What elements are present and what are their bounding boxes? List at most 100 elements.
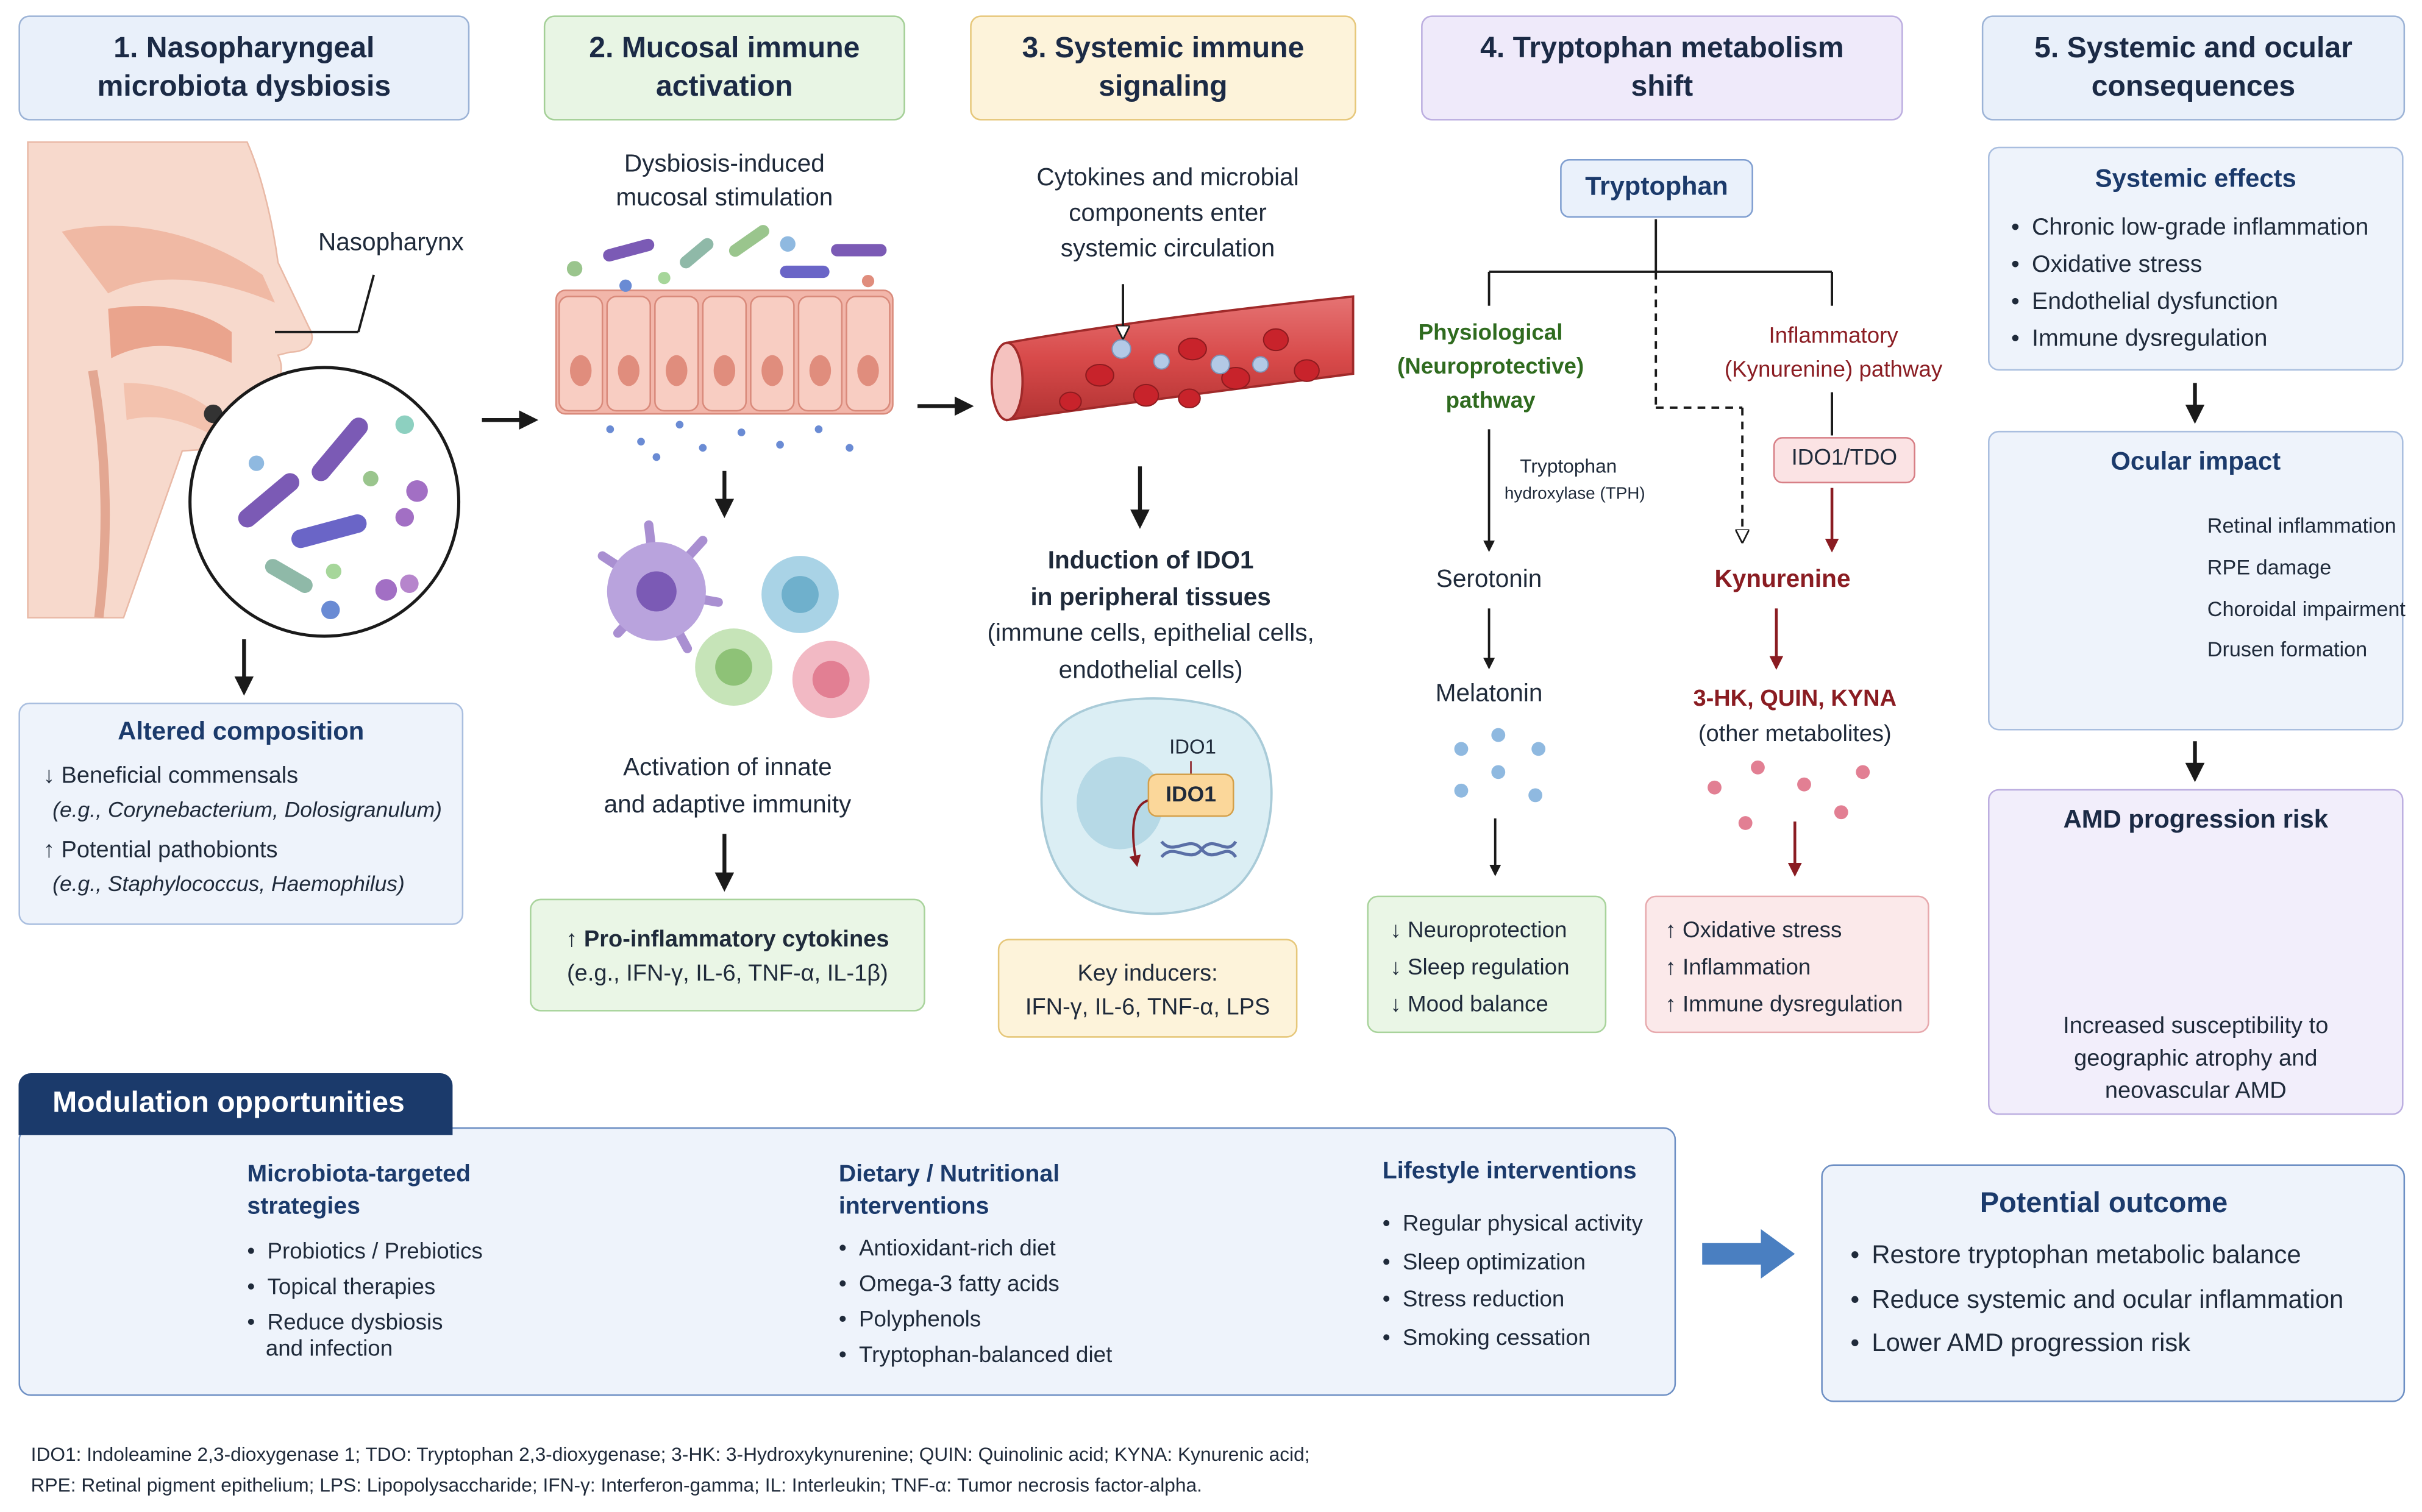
lifestyle-item: Stress reduction: [1383, 1282, 1643, 1319]
footnote-line-2: RPE: Retinal pigment epithelium; LPS: Li…: [30, 1474, 1202, 1497]
potential-outcome-title: Potential outcome: [1979, 1185, 2228, 1219]
tph-label-line2: hydroxylase (TPH): [1504, 484, 1645, 504]
physiological-effects-list: ↓ Neuroprotection ↓ Sleep regulation ↓ M…: [1390, 912, 1569, 1023]
blood-vessel-illustration: [990, 295, 1355, 422]
effect-oxidative-stress: ↑ Oxidative stress: [1665, 918, 1842, 944]
tryptophan-branch-lines: [1487, 219, 1833, 541]
lifestyle-item: Smoking cessation: [1383, 1319, 1643, 1357]
nasopharynx-label: Nasopharynx: [318, 230, 464, 257]
ocular-item: RPE damage: [2207, 555, 2332, 579]
systemic-effects-list: Chronic low-grade inflammation Oxidative…: [2011, 210, 2368, 358]
ido1-tdo-label: IDO1/TDO: [1791, 446, 1898, 471]
serotonin-label: Serotonin: [1436, 566, 1542, 593]
microbiota-item-continuation: and infection: [265, 1337, 393, 1362]
kynurenine-metabolites-label: 3-HK, QUIN, KYNA(other metabolites): [1693, 686, 1897, 748]
amd-risk-box: [1988, 789, 2404, 1115]
kynurenine-metabolite-dots: [1708, 760, 1870, 830]
flow-arrows: [234, 284, 2205, 892]
immune-cells-illustration: [597, 520, 870, 719]
inflammatory-effects-box: [1645, 895, 1929, 1034]
altered-composition-box: [18, 702, 464, 925]
tph-label-line1: Tryptophan: [1520, 455, 1617, 477]
effect-inflammation: ↑ Inflammation: [1665, 956, 1811, 981]
microbiota-item: Reduce dysbiosis: [247, 1307, 482, 1342]
dietary-item: Omega-3 fatty acids: [839, 1268, 1112, 1303]
ido1-small-label: IDO1: [1169, 735, 1216, 759]
potential-outcome-list: Restore tryptophan metabolic balance Red…: [1850, 1234, 2343, 1366]
abbreviations-footnote: IDO1: Indoleamine 2,3-dioxygenase 1; TDO…: [31, 1439, 1310, 1501]
outcome-arrow: [1702, 1229, 1795, 1279]
altered-composition-title: Altered composition: [118, 718, 365, 746]
dietary-item: Polyphenols: [839, 1304, 1112, 1339]
modulation-tab: [18, 1073, 453, 1135]
key-inducers-text: Key inducers:IFN-γ, IL-6, TNF-α, LPS: [1025, 960, 1270, 1021]
ido1-enzyme-box: [1147, 773, 1234, 817]
dietary-interventions-list: Antioxidant-rich diet Omega-3 fatty acid…: [839, 1232, 1112, 1374]
effect-neuroprotection: ↓ Neuroprotection: [1390, 918, 1567, 944]
systemic-item: Oxidative stress: [2011, 247, 2368, 284]
outcome-item: Reduce systemic and ocular inflammation: [1850, 1278, 2343, 1322]
dietary-item: Antioxidant-rich diet: [839, 1232, 1112, 1268]
ocular-impact-list: Retinal inflammation RPE damage Choroida…: [2207, 506, 2406, 672]
lifestyle-interventions-list: Regular physical activity Sleep optimiza…: [1383, 1206, 1643, 1357]
magnified-bacteria-circle: [188, 366, 461, 638]
ocular-item: Retinal inflammation: [2207, 514, 2396, 538]
systemic-item: Endothelial dysfunction: [2011, 284, 2368, 321]
pathobiont-examples: (e.g., Staphylococcus, Haemophilus): [52, 871, 405, 896]
lifestyle-item: Regular physical activity: [1383, 1206, 1643, 1244]
outcome-item: Restore tryptophan metabolic balance: [1850, 1234, 2343, 1278]
physiological-pathway-label: Physiological(Neuroprotective)pathway: [1397, 321, 1584, 414]
tryptophan-label: Tryptophan: [1585, 171, 1728, 201]
systemic-item: Immune dysregulation: [2011, 321, 2368, 358]
head-profile-illustration: [27, 141, 313, 619]
physiological-effects-box: [1367, 895, 1607, 1034]
ido1-enzyme-label: IDO1: [1166, 781, 1216, 806]
tryptophan-box: [1560, 158, 1753, 218]
potential-pathobionts: ↑ Potential pathobionts: [43, 837, 278, 864]
outcome-item: Lower AMD progression risk: [1850, 1322, 2343, 1366]
pro-inflammatory-cytokines-box: [530, 898, 925, 1012]
lifestyle-interventions-title: Lifestyle interventions: [1382, 1158, 1637, 1185]
microbiota-item: Probiotics / Prebiotics: [247, 1235, 483, 1271]
kynurenine-label: Kynurenine: [1714, 566, 1851, 593]
key-inducers-box: [997, 939, 1298, 1038]
dietary-item: Tryptophan-balanced diet: [839, 1339, 1112, 1374]
systemic-item: Chronic low-grade inflammation: [2011, 210, 2368, 247]
beneficial-examples: (e.g., Corynebacterium, Dolosigranulum): [52, 797, 442, 822]
melatonin-label: Melatonin: [1435, 681, 1543, 708]
ocular-item: Choroidal impairment: [2207, 597, 2406, 620]
systemic-effects-title: Systemic effects: [2095, 165, 2296, 193]
lifestyle-item: Sleep optimization: [1383, 1244, 1643, 1282]
ocular-impact-box: [1988, 430, 2404, 731]
epithelium-illustration: [555, 225, 894, 461]
cytokines-text: ↑ Pro-inflammatory cytokines(e.g., IFN-γ…: [566, 926, 889, 987]
effect-immune-dysregulation: ↑ Immune dysregulation: [1665, 993, 1903, 1018]
ocular-impact-title: Ocular impact: [2110, 447, 2281, 476]
inflammatory-pathway-label: Inflammatory(Kynurenine) pathway: [1724, 324, 1943, 383]
inflammatory-effects-list: ↑ Oxidative stress ↑ Inflammation ↑ Immu…: [1665, 912, 1903, 1023]
ido1-tdo-box: [1773, 437, 1915, 484]
microbiota-item: Topical therapies: [247, 1271, 482, 1306]
footnote-line-1: IDO1: Indoleamine 2,3-dioxygenase 1; TDO…: [30, 1444, 1310, 1466]
melatonin-dots: [1454, 728, 1546, 803]
effect-sleep-regulation: ↓ Sleep regulation: [1390, 956, 1570, 981]
amd-risk-title: AMD progression risk: [2063, 806, 2329, 834]
ocular-item: Drusen formation: [2207, 638, 2368, 662]
modulation-tab-label: Modulation opportunities: [52, 1087, 405, 1120]
effect-mood-balance: ↓ Mood balance: [1390, 993, 1548, 1018]
beneficial-commensals: ↓ Beneficial commensals: [43, 762, 299, 789]
microbiota-strategies-list: Probiotics / Prebiotics Topical therapie…: [247, 1235, 483, 1342]
